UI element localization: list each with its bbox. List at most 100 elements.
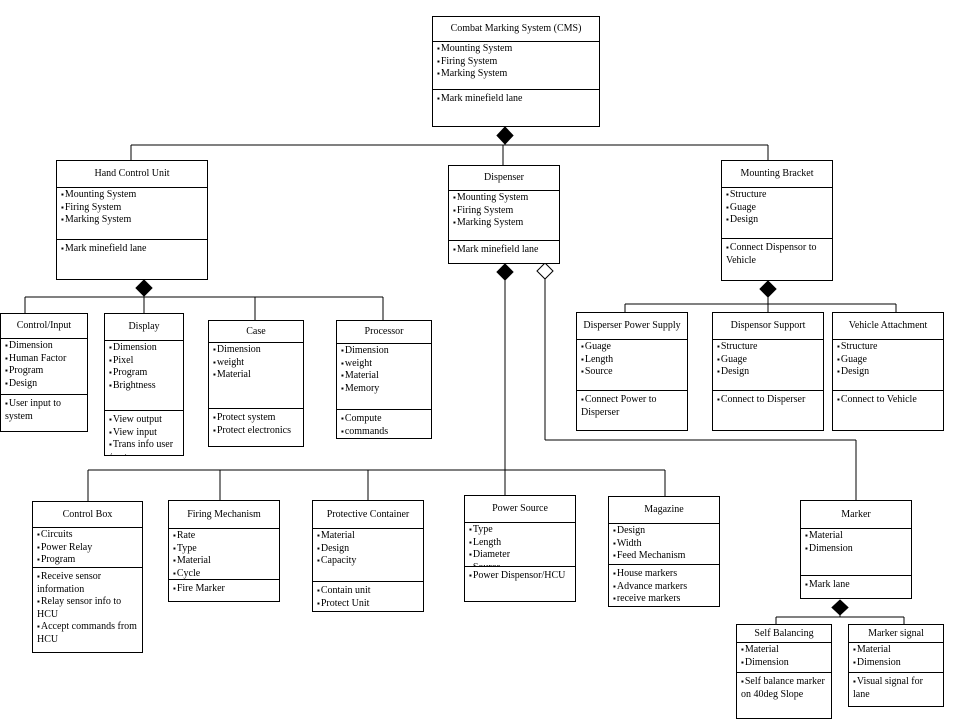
msig-class-box: Marker signalMaterialDimensionVisual sig… bbox=[848, 624, 944, 707]
attribute-item: Program bbox=[37, 554, 139, 567]
attribute-item: Circuits bbox=[37, 529, 139, 542]
operation-list: Contain unitProtect Unit bbox=[313, 582, 423, 610]
operation-list: Connect to Vehicle bbox=[833, 391, 943, 407]
operation-list: Mark minefield lane bbox=[57, 240, 207, 256]
operation-item: commands bbox=[341, 426, 428, 438]
attribute-item: Structure bbox=[717, 341, 820, 354]
operation-list: User input to system bbox=[1, 395, 87, 423]
attribute-item: Cycle bbox=[173, 568, 276, 579]
processor-class-box: ProcessorDimensionweightMaterialMemoryCo… bbox=[336, 320, 432, 439]
dispenser-class-box: DispenserMounting SystemFiring SystemMar… bbox=[448, 165, 560, 264]
selfbal-class-box: Self BalancingMaterialDimensionSelf bala… bbox=[736, 624, 832, 719]
va-class-box: Vehicle AttachmentStructureGuageDesignCo… bbox=[832, 312, 944, 431]
attribute-item: Dimension bbox=[109, 342, 180, 355]
attribute-item: Dimension bbox=[213, 344, 300, 357]
attribute-item: Program bbox=[5, 365, 84, 378]
operation-list: Self balance marker on 40deg Slope bbox=[737, 673, 831, 701]
operation-item: Mark minefield lane bbox=[61, 243, 204, 256]
class-title: Disperser Power Supply bbox=[577, 313, 687, 340]
display-class-box: DisplayDimensionPixelProgramBrightnessVi… bbox=[104, 313, 184, 456]
class-title: Protective Container bbox=[313, 501, 423, 529]
operation-item: Connect Power to Disperser bbox=[581, 394, 684, 419]
attribute-item: Structure bbox=[726, 189, 829, 202]
operation-list: Fire Marker bbox=[169, 580, 279, 596]
attribute-item: Rate bbox=[173, 530, 276, 543]
attribute-item: Length bbox=[469, 537, 572, 550]
operation-item: receive markers bbox=[613, 593, 716, 606]
class-title: Case bbox=[209, 321, 303, 343]
operation-item: Connect Dispensor to Vehicle bbox=[726, 242, 829, 267]
operation-list: Mark minefield lane bbox=[433, 90, 599, 106]
operation-list: Connect Dispensor to Vehicle bbox=[722, 239, 832, 267]
attribute-item: Dimension bbox=[853, 657, 940, 670]
attribute-item: Power Relay bbox=[37, 542, 139, 555]
aggregation-diamond-dispenser bbox=[536, 262, 554, 280]
operation-item: Power Dispensor/HCU bbox=[469, 570, 572, 583]
attribute-list: RateTypeMaterialCycle bbox=[169, 529, 279, 580]
attribute-list: MaterialDesignCapacity bbox=[313, 529, 423, 582]
operation-item: View output bbox=[109, 414, 180, 427]
attribute-item: Design bbox=[726, 214, 829, 227]
operation-list: View outputView inputTrans info user /sy… bbox=[105, 411, 183, 455]
attribute-item: Firing System bbox=[453, 205, 556, 218]
class-title: Dispenser bbox=[449, 166, 559, 191]
attribute-item: Guage bbox=[717, 354, 820, 367]
composition-diamond-dispenser bbox=[496, 263, 514, 281]
hcu-class-box: Hand Control UnitMounting SystemFiring S… bbox=[56, 160, 208, 280]
attribute-item: Firing System bbox=[437, 56, 596, 69]
attribute-item: Design bbox=[613, 525, 716, 538]
attribute-item: Material bbox=[341, 370, 428, 383]
operation-item: Advance markers bbox=[613, 581, 716, 594]
attribute-list: DimensionweightMaterial bbox=[209, 343, 303, 409]
mag-class-box: MagazineDesignWidthFeed MechanismHouse m… bbox=[608, 496, 720, 607]
attribute-item: Mounting System bbox=[453, 192, 556, 205]
class-title: Hand Control Unit bbox=[57, 161, 207, 188]
bracket-class-box: Mounting BracketStructureGuageDesignConn… bbox=[721, 160, 833, 281]
attribute-list: CircuitsPower RelayProgram bbox=[33, 528, 142, 568]
operation-list: Power Dispensor/HCU bbox=[465, 567, 575, 583]
class-title: Control/Input bbox=[1, 314, 87, 339]
attribute-item: Guage bbox=[837, 354, 940, 367]
operation-list: Mark minefield lane bbox=[449, 241, 559, 257]
attribute-item: Guage bbox=[581, 341, 684, 354]
attribute-item: Diameter bbox=[469, 549, 572, 562]
attribute-list: Mounting SystemFiring SystemMarking Syst… bbox=[57, 188, 207, 240]
class-title: Power Source bbox=[465, 496, 575, 523]
dps-class-box: Disperser Power SupplyGuageLengthSourceC… bbox=[576, 312, 688, 431]
attribute-item: Material bbox=[173, 555, 276, 568]
operation-list: Protect systemProtect electronics bbox=[209, 409, 303, 437]
operation-list: Receive sensor informationRelay sensor i… bbox=[33, 568, 142, 647]
attribute-item: Material bbox=[805, 530, 908, 543]
attribute-item: Length bbox=[581, 354, 684, 367]
attribute-item: Material bbox=[853, 644, 940, 657]
operation-item: Accept commands from HCU bbox=[37, 621, 139, 646]
attribute-item: Structure bbox=[837, 341, 940, 354]
composition-diamond-bracket bbox=[759, 280, 777, 298]
attribute-list: DesignWidthFeed Mechanism bbox=[609, 524, 719, 565]
attribute-list: TypeLengthDiameterSource bbox=[465, 523, 575, 567]
class-title: Mounting Bracket bbox=[722, 161, 832, 188]
firing-class-box: Firing MechanismRateTypeMaterialCycleFir… bbox=[168, 500, 280, 602]
operation-item: User input to system bbox=[5, 398, 84, 423]
attribute-list: StructureGuageDesign bbox=[833, 340, 943, 391]
attribute-item: Dimension bbox=[805, 543, 908, 556]
composition-diamond-marker bbox=[831, 599, 849, 616]
operation-item: Trans info user /system bbox=[109, 439, 180, 455]
attribute-list: MaterialDimension bbox=[737, 643, 831, 673]
operation-list: Connect to Disperser bbox=[713, 391, 823, 407]
attribute-item: Marking System bbox=[61, 214, 204, 227]
attribute-list: DimensionHuman FactorProgramDesign bbox=[1, 339, 87, 395]
class-title: Combat Marking System (CMS) bbox=[433, 17, 599, 42]
attribute-list: Mounting SystemFiring SystemMarking Syst… bbox=[433, 42, 599, 90]
operation-list: Visual signal for lane bbox=[849, 673, 943, 701]
operation-item: Fire Marker bbox=[173, 583, 276, 596]
attribute-item: Marking System bbox=[437, 68, 596, 81]
operation-item: Protect Unit bbox=[317, 598, 420, 611]
marker-class-box: MarkerMaterialDimensionMark lane bbox=[800, 500, 912, 599]
attribute-item: Feed Mechanism bbox=[613, 550, 716, 563]
class-title: Magazine bbox=[609, 497, 719, 524]
cms-class-box: Combat Marking System (CMS)Mounting Syst… bbox=[432, 16, 600, 127]
operation-item: View input bbox=[109, 427, 180, 440]
attribute-item: Mounting System bbox=[61, 189, 204, 202]
operation-item: Connect to Vehicle bbox=[837, 394, 940, 407]
